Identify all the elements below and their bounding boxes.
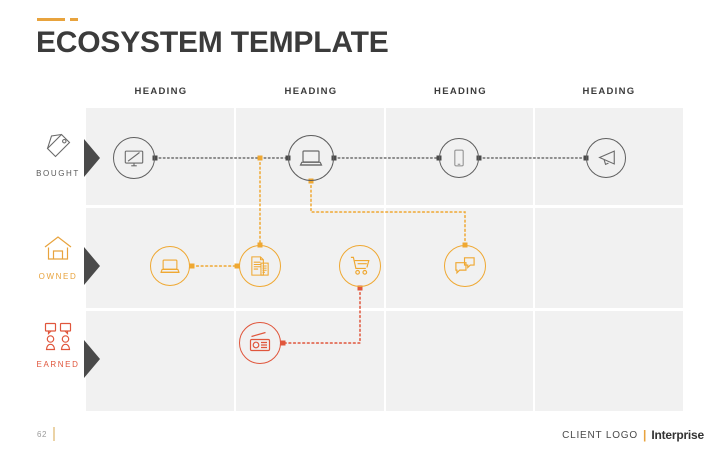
grid-cell-r3c1: [86, 311, 234, 411]
row-label-bought-text: BOUGHT: [36, 169, 80, 178]
title-accent: [37, 18, 78, 21]
node-laptop-owned[interactable]: [150, 246, 190, 286]
accent-dash-long: [37, 18, 65, 21]
price-tag-icon: [27, 129, 89, 163]
grid-cell-r3c4: [535, 311, 683, 411]
node-radio[interactable]: [239, 322, 281, 364]
page-number: 62: [37, 430, 47, 439]
node-documents[interactable]: [239, 245, 281, 287]
row-label-earned-text: EARNED: [36, 360, 80, 369]
smartphone-icon: [454, 149, 464, 167]
laptop-icon: [160, 259, 180, 273]
row-arrow-owned: [84, 247, 102, 285]
house-icon: [27, 232, 89, 266]
node-television[interactable]: [113, 137, 155, 179]
row-label-earned: EARNED: [27, 320, 89, 369]
node-speech-bubbles[interactable]: [444, 245, 486, 287]
accent-dash-short: [70, 18, 78, 21]
shopping-cart-icon: [350, 256, 370, 275]
speech-bubbles-icon: [455, 257, 475, 275]
node-smartphone[interactable]: [439, 138, 479, 178]
megaphone-icon: [598, 150, 615, 166]
client-logo-text: CLIENT LOGO: [562, 429, 638, 441]
row-label-owned-text: OWNED: [38, 272, 78, 281]
row-label-owned: OWNED: [27, 232, 89, 281]
column-heading-1: HEADING: [134, 86, 188, 97]
radio-icon: [249, 331, 271, 352]
people-chat-icon: [27, 320, 89, 354]
row-arrow-bought: [84, 139, 102, 177]
node-laptop-bought[interactable]: [288, 135, 334, 181]
column-heading-4: HEADING: [582, 86, 636, 97]
column-heading-2: HEADING: [284, 86, 338, 97]
brand-name: Interprise: [651, 428, 704, 442]
footer-separator: |: [642, 428, 647, 442]
page-title: ECOSYSTEM TEMPLATE: [36, 26, 389, 59]
television-icon: [124, 150, 144, 167]
laptop-icon: [299, 150, 323, 166]
column-heading-3: HEADING: [434, 86, 487, 97]
node-shopping-cart[interactable]: [339, 245, 381, 287]
footer-branding: CLIENT LOGO | Interprise: [562, 428, 704, 442]
grid-cell-r3c3: [386, 311, 533, 411]
row-label-bought: BOUGHT: [27, 129, 89, 178]
row-arrow-earned: [84, 340, 102, 378]
documents-icon: [251, 256, 269, 276]
grid-cell-r2c4: [535, 208, 683, 308]
node-megaphone[interactable]: [586, 138, 626, 178]
page-number-bar: [53, 427, 55, 441]
grid-cell-r1c1: [86, 108, 234, 205]
